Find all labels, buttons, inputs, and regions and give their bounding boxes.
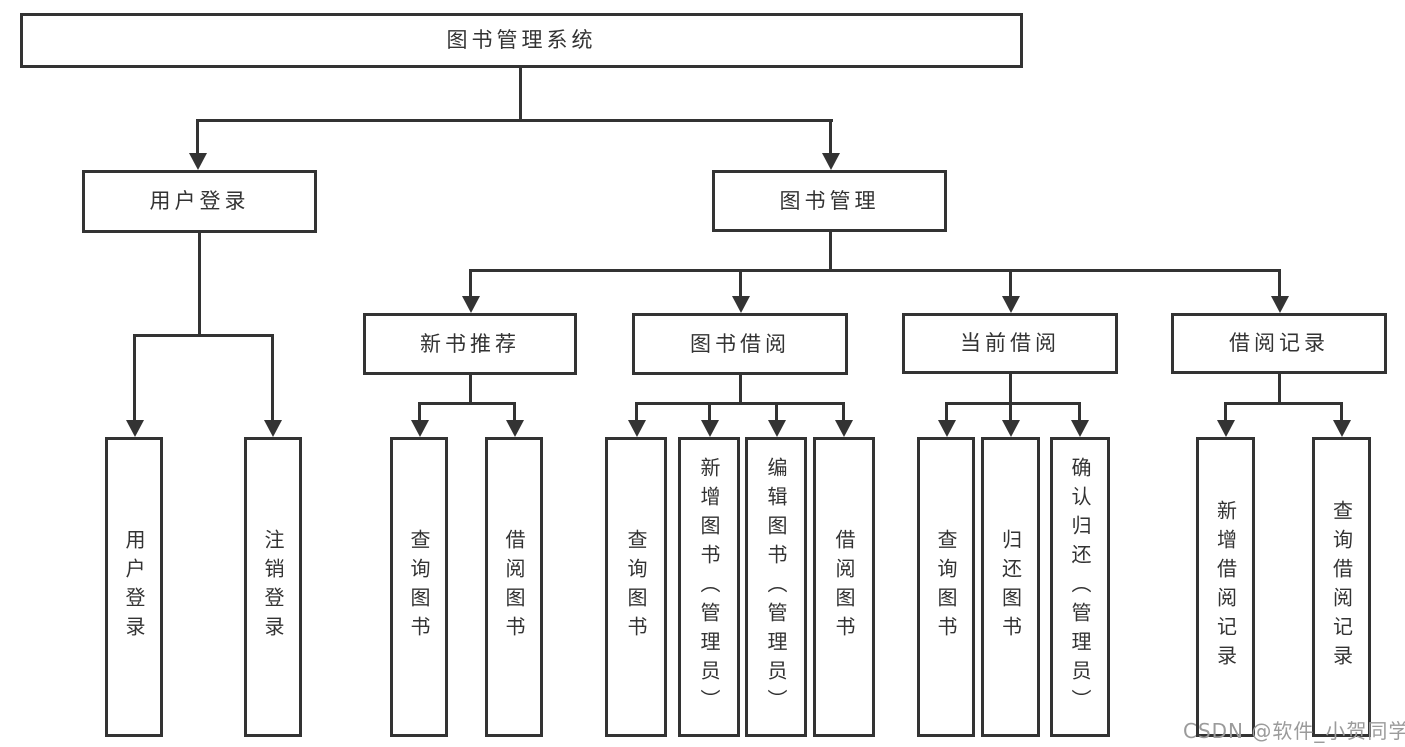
connector-line	[418, 402, 421, 422]
leaf-add-book-admin-label: 新增图书（管理员）	[697, 456, 721, 718]
leaf-confirm-return-admin-label: 确认归还（管理员）	[1068, 456, 1092, 718]
connector-line	[842, 402, 845, 422]
connector-line	[133, 334, 136, 422]
connector-line	[708, 402, 711, 422]
arrow-down-icon	[462, 296, 480, 313]
node-user-login: 用户登录	[82, 170, 317, 233]
arrow-down-icon	[264, 420, 282, 437]
node-borrow-records: 借阅记录	[1171, 313, 1387, 374]
arrow-down-icon	[1333, 420, 1351, 437]
connector-line	[271, 334, 274, 422]
leaf-query-book-current: 查询图书	[917, 437, 975, 737]
connector-line	[1278, 374, 1281, 404]
leaf-user-login-label: 用户登录	[122, 529, 146, 645]
leaf-logout: 注销登录	[244, 437, 302, 737]
connector-line	[945, 402, 948, 422]
arrow-down-icon	[1071, 420, 1089, 437]
connector-line	[635, 402, 845, 405]
node-new-book-recommend: 新书推荐	[363, 313, 577, 375]
connector-line	[1340, 402, 1343, 422]
node-root: 图书管理系统	[20, 13, 1023, 68]
leaf-return-book-label: 归还图书	[998, 529, 1023, 645]
arrow-down-icon	[1002, 296, 1020, 313]
connector-line	[1224, 402, 1343, 405]
connector-line	[198, 233, 201, 336]
leaf-borrow-book: 借阅图书	[813, 437, 875, 737]
connector-line	[945, 402, 1080, 405]
connector-line	[829, 119, 832, 156]
watermark: CSDN @软件_小贺同学	[1183, 719, 1405, 743]
node-book-borrow: 图书借阅	[632, 313, 848, 375]
arrow-down-icon	[822, 153, 840, 170]
node-borrow-records-label: 借阅记录	[1229, 331, 1329, 355]
arrow-down-icon	[126, 420, 144, 437]
arrow-down-icon	[938, 420, 956, 437]
connector-line	[1078, 402, 1081, 422]
arrow-down-icon	[835, 420, 853, 437]
connector-line	[469, 269, 1281, 272]
leaf-query-borrow-record: 查询借阅记录	[1312, 437, 1371, 737]
leaf-add-borrow-record: 新增借阅记录	[1196, 437, 1255, 737]
arrow-down-icon	[768, 420, 786, 437]
leaf-query-book-recommend: 查询图书	[390, 437, 448, 737]
leaf-borrow-book-label: 借阅图书	[832, 529, 856, 645]
arrow-down-icon	[411, 420, 429, 437]
node-current-borrow-label: 当前借阅	[960, 331, 1060, 355]
arrow-down-icon	[189, 153, 207, 170]
connector-line	[196, 119, 199, 156]
leaf-add-book-admin: 新增图书（管理员）	[678, 437, 740, 737]
connector-line	[1009, 269, 1012, 299]
leaf-edit-book-admin-label: 编辑图书（管理员）	[764, 456, 788, 718]
node-root-label: 图书管理系统	[446, 28, 597, 52]
connector-line	[1009, 402, 1012, 422]
node-current-borrow: 当前借阅	[902, 313, 1118, 374]
connector-line	[469, 375, 472, 404]
connector-line	[775, 402, 778, 422]
leaf-logout-label: 注销登录	[261, 529, 285, 645]
connector-line	[133, 334, 274, 337]
arrow-down-icon	[1217, 420, 1235, 437]
connector-line	[635, 402, 638, 422]
connector-line	[196, 119, 833, 122]
leaf-query-borrow-record-label: 查询借阅记录	[1329, 500, 1354, 674]
node-new-book-recommend-label: 新书推荐	[420, 331, 520, 356]
arrow-down-icon	[732, 296, 750, 313]
arrow-down-icon	[1002, 420, 1020, 437]
leaf-user-login: 用户登录	[105, 437, 163, 737]
arrow-down-icon	[506, 420, 524, 437]
leaf-query-book-borrow-label: 查询图书	[624, 529, 648, 645]
node-book-management-label: 图书管理	[779, 188, 880, 213]
leaf-query-book-recommend-label: 查询图书	[407, 529, 431, 645]
arrow-down-icon	[701, 420, 719, 437]
leaf-return-book: 归还图书	[981, 437, 1040, 737]
leaf-edit-book-admin: 编辑图书（管理员）	[745, 437, 807, 737]
connector-line	[469, 269, 472, 299]
leaf-query-book-current-label: 查询图书	[934, 529, 958, 645]
leaf-borrow-book-recommend: 借阅图书	[485, 437, 543, 737]
leaf-borrow-book-recommend-label: 借阅图书	[502, 529, 526, 645]
connector-line	[418, 402, 516, 405]
leaf-add-borrow-record-label: 新增借阅记录	[1213, 500, 1238, 674]
node-user-login-label: 用户登录	[149, 189, 250, 213]
connector-line	[513, 402, 516, 422]
leaf-confirm-return-admin: 确认归还（管理员）	[1050, 437, 1110, 737]
connector-line	[739, 375, 742, 404]
node-book-borrow-label: 图书借阅	[690, 331, 790, 356]
connector-line	[519, 68, 522, 122]
connector-line	[1278, 269, 1281, 299]
arrow-down-icon	[628, 420, 646, 437]
leaf-query-book-borrow: 查询图书	[605, 437, 667, 737]
arrow-down-icon	[1271, 296, 1289, 313]
connector-line	[1224, 402, 1227, 422]
connector-line	[739, 269, 742, 299]
connector-line	[1009, 374, 1012, 404]
node-book-management: 图书管理	[712, 170, 947, 232]
connector-line	[829, 232, 832, 272]
